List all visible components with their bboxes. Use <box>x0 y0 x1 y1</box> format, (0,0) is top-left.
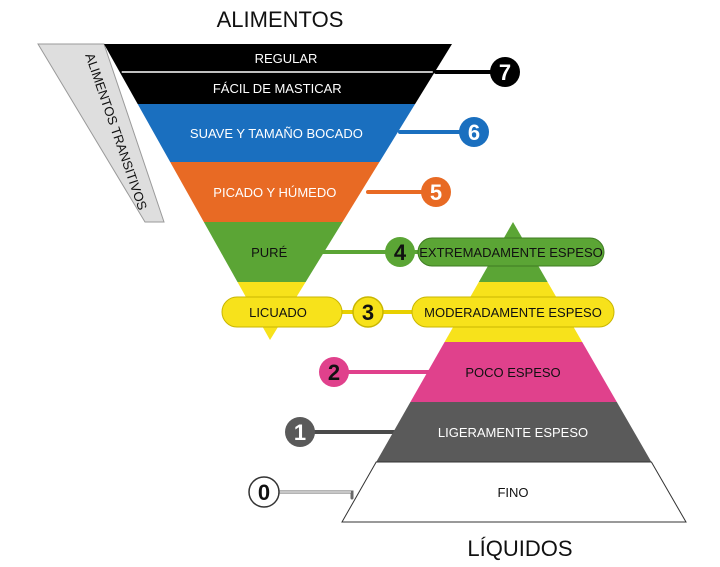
level-number: 2 <box>328 360 340 385</box>
food-band-facil-de-masticar <box>119 72 435 104</box>
liquid-pyramid: EXTREMADAMENTE ESPESO MODERADAMENTE ESPES… <box>341 222 687 523</box>
food-band-picado-y-humedo <box>170 162 380 222</box>
level-circle-1: 1 <box>285 417 315 447</box>
liquid-band-extremadamente-espeso-label: EXTREMADAMENTE ESPESO <box>419 245 602 260</box>
level-circle-shape <box>352 296 384 328</box>
food-band-facil-de-masticar-label: FÁCIL DE MASTICAR <box>213 81 342 96</box>
liquid-band-fino-label: FINO <box>497 485 528 500</box>
level-number: 0 <box>258 480 270 505</box>
level-circle-5: 5 <box>421 177 451 207</box>
level-circle-0: 0 <box>248 476 280 508</box>
food-band-licuado-label: LICUADO <box>249 305 307 320</box>
level-circle-shape <box>490 57 520 87</box>
liquid-band-fino <box>341 461 687 523</box>
level-number: 7 <box>499 60 511 85</box>
food-band-suave-y-tamano-bocado-label: SUAVE Y TAMAÑO BOCADO <box>190 126 363 141</box>
level-circle-shape <box>248 476 280 508</box>
food-band-regular <box>104 44 452 72</box>
food-band-picado-y-humedo-label: PICADO Y HÚMEDO <box>213 185 336 200</box>
food-band-licuado <box>221 296 343 328</box>
liquid-band-ligeramente-espeso-label: LIGERAMENTE ESPESO <box>438 425 588 440</box>
level-circle-2: 2 <box>319 357 349 387</box>
liquid-band-moderadamente-espeso <box>411 296 615 328</box>
level-circle-shape <box>285 417 315 447</box>
level-number: 6 <box>468 120 480 145</box>
level-number: 5 <box>430 180 442 205</box>
level-circle-6: 6 <box>459 117 489 147</box>
level-number: 1 <box>294 420 306 445</box>
transitional-foods-band <box>37 43 165 223</box>
food-band-pure-label: PURÉ <box>251 245 287 260</box>
liquid-band-poco-espeso-label: POCO ESPESO <box>465 365 560 380</box>
title-liquidos: LÍQUIDOS <box>467 536 572 561</box>
liquid-band-ligeramente-espeso <box>376 402 652 462</box>
food-band-suave-y-tamano-bocado <box>137 104 416 162</box>
level-circle-3: 3 <box>352 296 384 328</box>
liquid-band-poco-espeso <box>410 342 617 402</box>
food-band-pure <box>203 222 343 282</box>
food-pyramid: REGULAR FÁCIL DE MASTICAR SUAVE Y TAMAÑO B… <box>104 44 452 340</box>
connector-lines <box>262 70 507 500</box>
level-circle-shape <box>319 357 349 387</box>
level-circle-7: 7 <box>490 57 520 87</box>
level-circle-shape <box>421 177 451 207</box>
level-circle-4: 4 <box>385 237 415 267</box>
level-circle-shape <box>385 237 415 267</box>
title-alimentos: ALIMENTOS <box>217 7 344 32</box>
level-circle-shape <box>459 117 489 147</box>
level-number: 4 <box>394 240 407 265</box>
liquid-band-extremadamente-espeso <box>417 237 605 267</box>
level-circles: 7 6 5 4 3 2 1 0 <box>248 57 520 508</box>
liquid-band-moderadamente-espeso-label: MODERADAMENTE ESPESO <box>424 305 602 320</box>
food-band-regular-label: REGULAR <box>255 51 318 66</box>
level-number: 3 <box>362 300 374 325</box>
